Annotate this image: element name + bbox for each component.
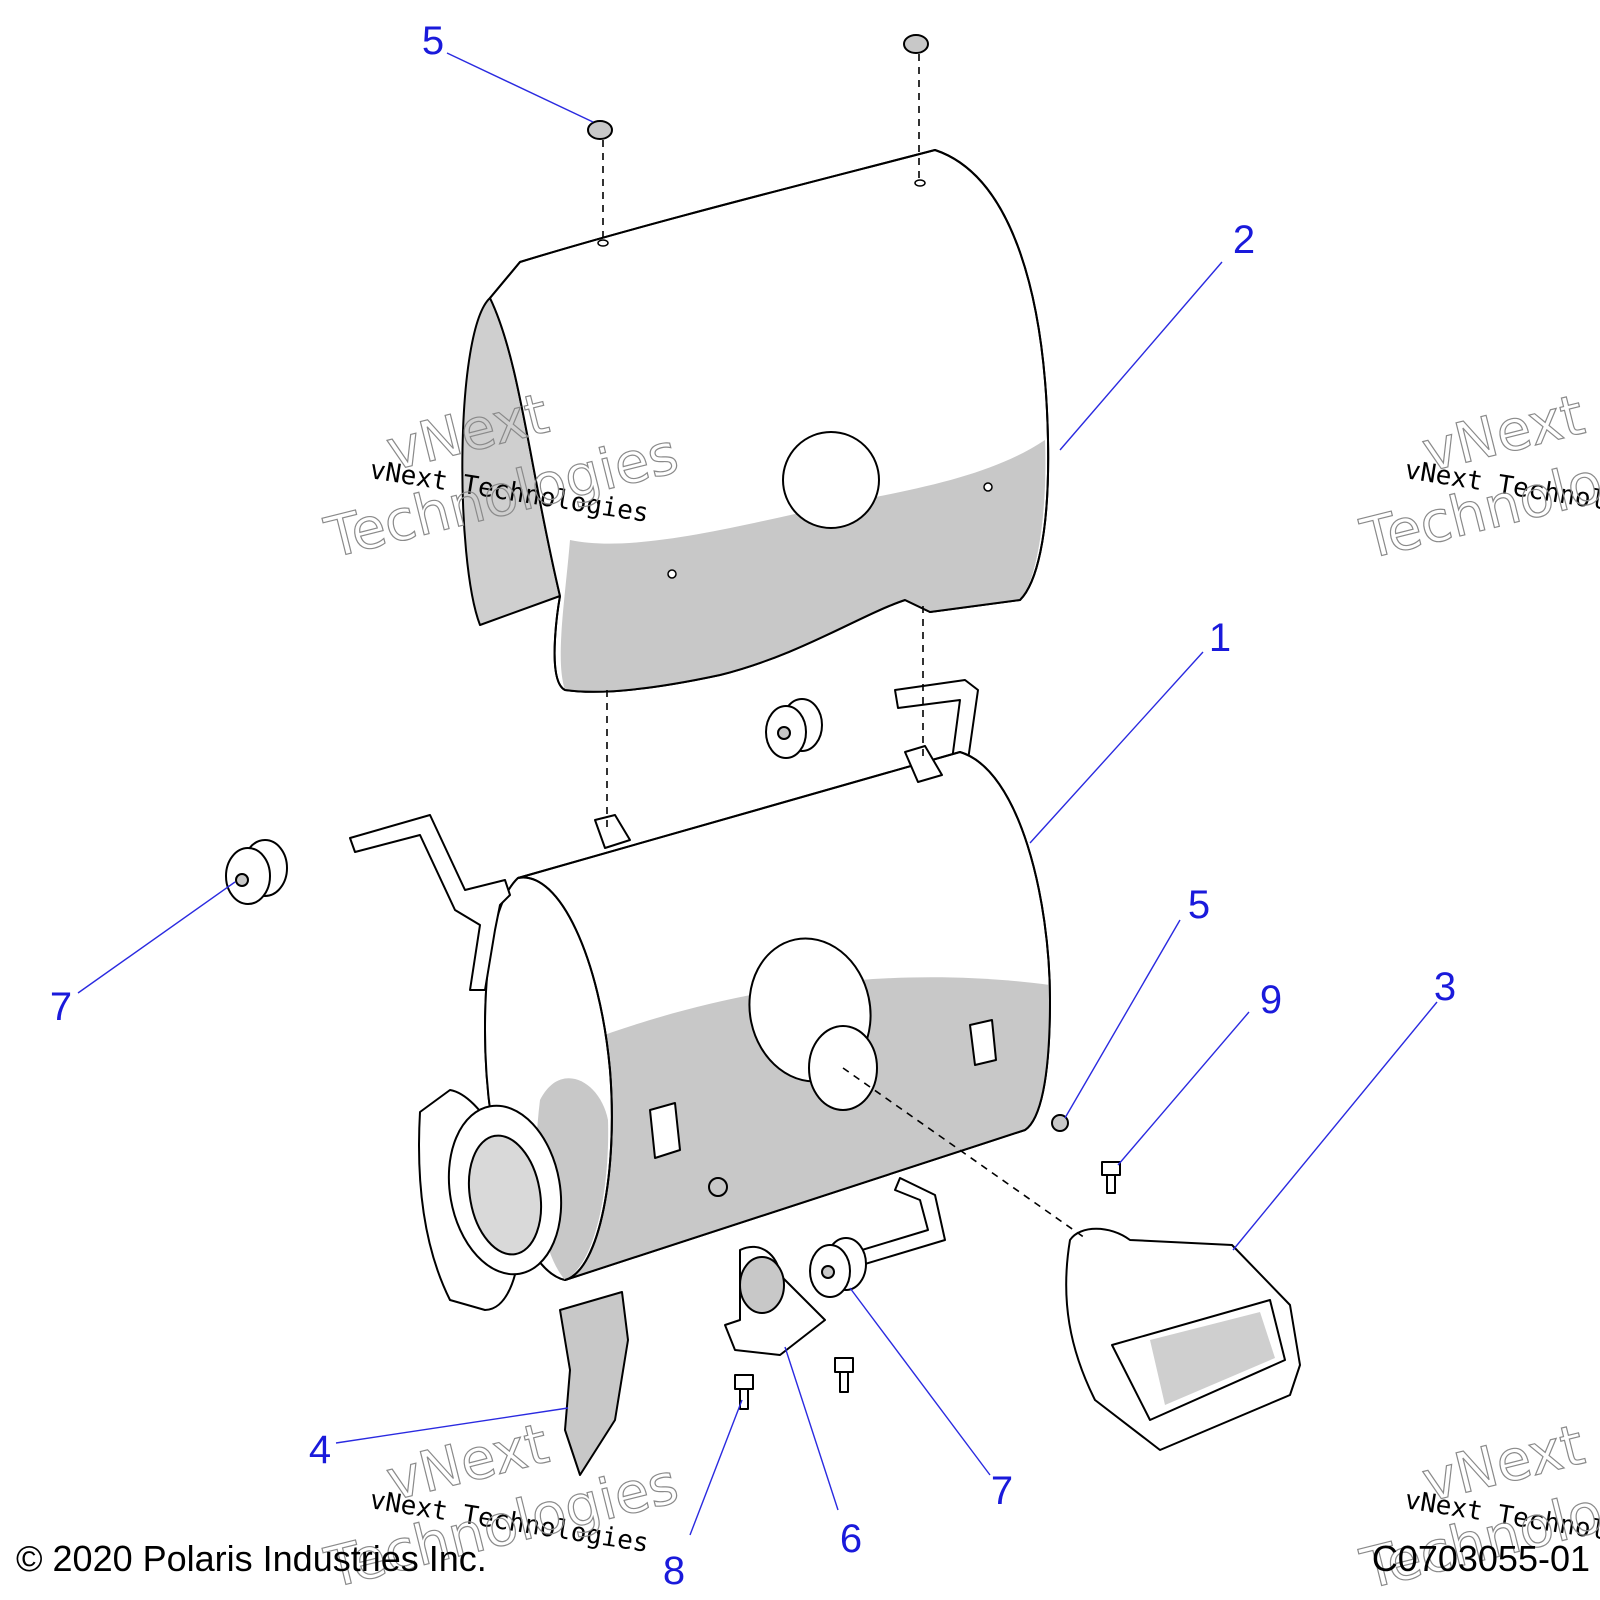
callout-label: 2	[1233, 218, 1255, 262]
heat-shield-part	[461, 149, 1050, 693]
nut-part	[587, 34, 929, 140]
callout-label: 7	[50, 985, 72, 1029]
grommet-part	[809, 1237, 867, 1298]
drawing-number: C0703055-01	[1371, 1538, 1590, 1579]
leader-lines	[77, 52, 1438, 1536]
callout-label: 6	[840, 1517, 862, 1561]
callout-label: 4	[309, 1428, 331, 1472]
bracket-part	[724, 1245, 826, 1356]
callouts: 1 2 3 4 5 5 6 7 7 8 9	[50, 19, 1456, 1593]
callout-label: 3	[1434, 965, 1456, 1009]
lower-shield-part	[559, 1291, 629, 1476]
callout-label: 7	[991, 1469, 1013, 1513]
callout-label: 9	[1260, 978, 1282, 1022]
callout-label: 5	[1188, 883, 1210, 927]
callout-label: 5	[422, 19, 444, 63]
callout-label: 1	[1209, 616, 1231, 660]
grommet-part	[225, 839, 288, 905]
assembly-lines	[602, 54, 1086, 1239]
bolt-part	[734, 1161, 1121, 1410]
callout-label: 8	[663, 1549, 685, 1593]
copyright-notice: © 2020 Polaris Industries Inc.	[16, 1538, 487, 1579]
tailpipe-tip-part	[1065, 1227, 1301, 1451]
grommet-part	[765, 698, 823, 759]
muffler-part	[349, 679, 1069, 1311]
